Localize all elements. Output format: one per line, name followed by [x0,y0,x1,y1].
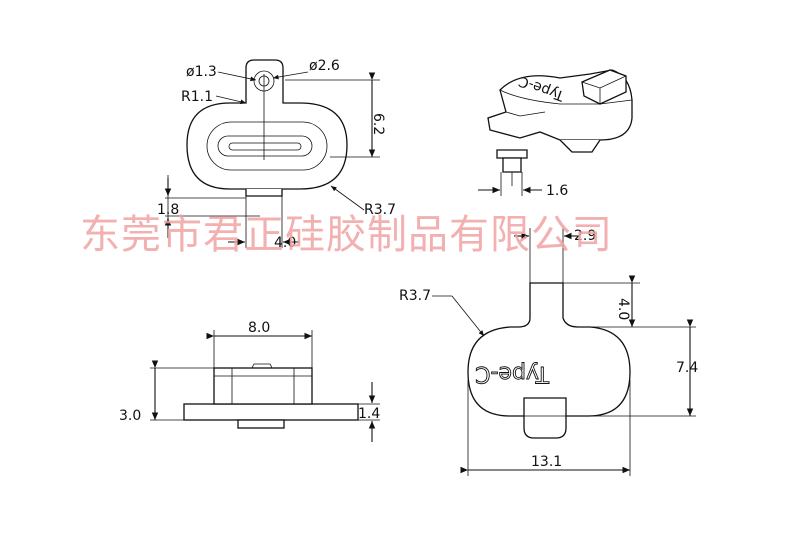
side-view [150,330,380,442]
dim-side-width: 8.0 [248,320,270,336]
dim-front-height: 6.2 [370,113,386,135]
dim-top-width: 13.1 [531,454,562,470]
dim-front-radius: R3.7 [364,202,396,218]
dim-iso-pin: 1.6 [546,183,568,199]
dim-tab-radius: R1.1 [181,89,213,105]
dim-top-radius: R3.7 [399,288,431,304]
side-flange [183,403,359,421]
isometric-view [478,69,633,196]
front-view [164,59,380,248]
slot-outer [217,135,313,157]
dim-pin-width: 4.0 [274,235,296,251]
side-body [213,367,313,405]
inner-ring [206,121,328,171]
side-pin [237,419,285,429]
dim-hole-dia: ø1.3 [186,64,217,80]
top-view [432,228,696,476]
slot-inner [228,142,302,151]
dim-pin-offset: 1.8 [157,202,179,218]
dim-side-flange: 1.4 [358,406,380,422]
dim-top-tab-width: 2.9 [574,228,596,244]
top-embossed-text: Type-C [475,361,550,386]
dim-top-height: 7.4 [676,360,698,376]
dim-tab-dia: ø2.6 [309,58,340,74]
dim-top-tab-length: 4.0 [615,298,631,320]
dim-side-height: 3.0 [119,408,141,424]
